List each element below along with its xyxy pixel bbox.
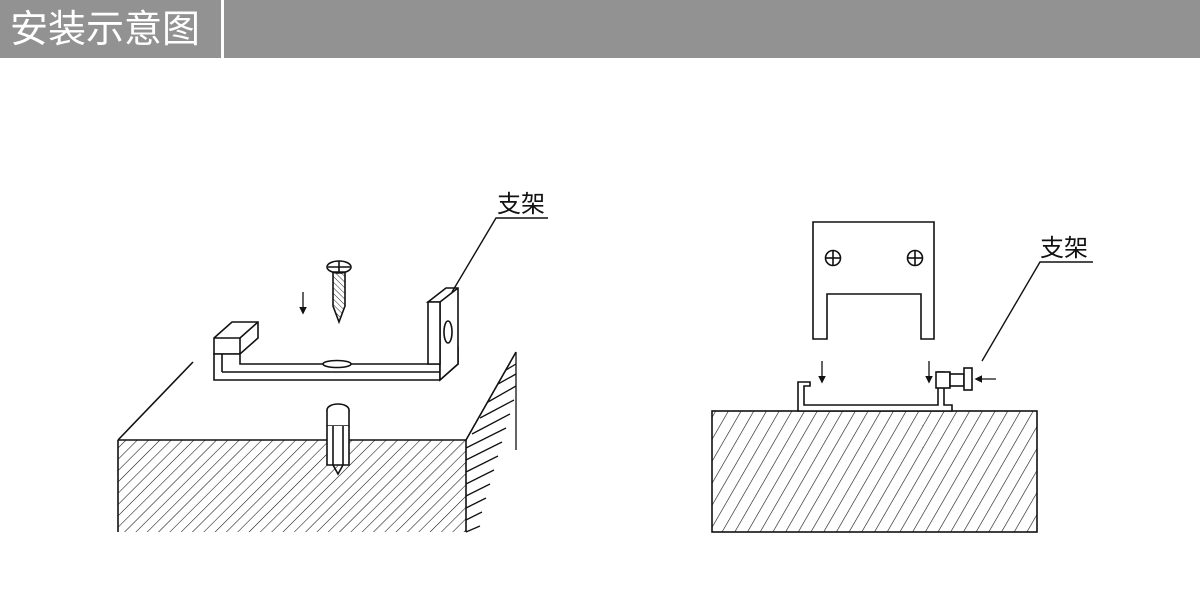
wall-anchor — [326, 403, 350, 476]
block-side-face — [465, 352, 517, 533]
bracket-side-hole — [443, 320, 453, 344]
right-bracket — [797, 371, 953, 412]
screw — [326, 260, 352, 325]
plate-hole-right — [906, 249, 924, 267]
header-divider — [221, 0, 224, 58]
screw-shank — [332, 271, 346, 325]
block-front-face — [118, 440, 466, 532]
left-diagram — [117, 217, 548, 533]
left-bracket — [213, 287, 459, 382]
plate-hole-left — [824, 249, 842, 267]
block-top-right-edge — [465, 351, 517, 441]
right-bracket-label: 支架 — [1040, 234, 1088, 262]
right-diagram — [711, 221, 1093, 533]
hanging-plate — [812, 221, 935, 340]
right-block — [711, 410, 1038, 533]
right-callout-leader — [981, 261, 1093, 362]
left-callout-leader — [451, 217, 548, 293]
page-title: 安装示意图 — [10, 7, 201, 51]
bracket-base-hole — [322, 359, 352, 369]
header-bar: 安装示意图 — [0, 0, 1200, 58]
block-top-back-edge — [117, 361, 194, 441]
left-bracket-label: 支架 — [497, 190, 545, 218]
set-screw — [935, 367, 973, 391]
